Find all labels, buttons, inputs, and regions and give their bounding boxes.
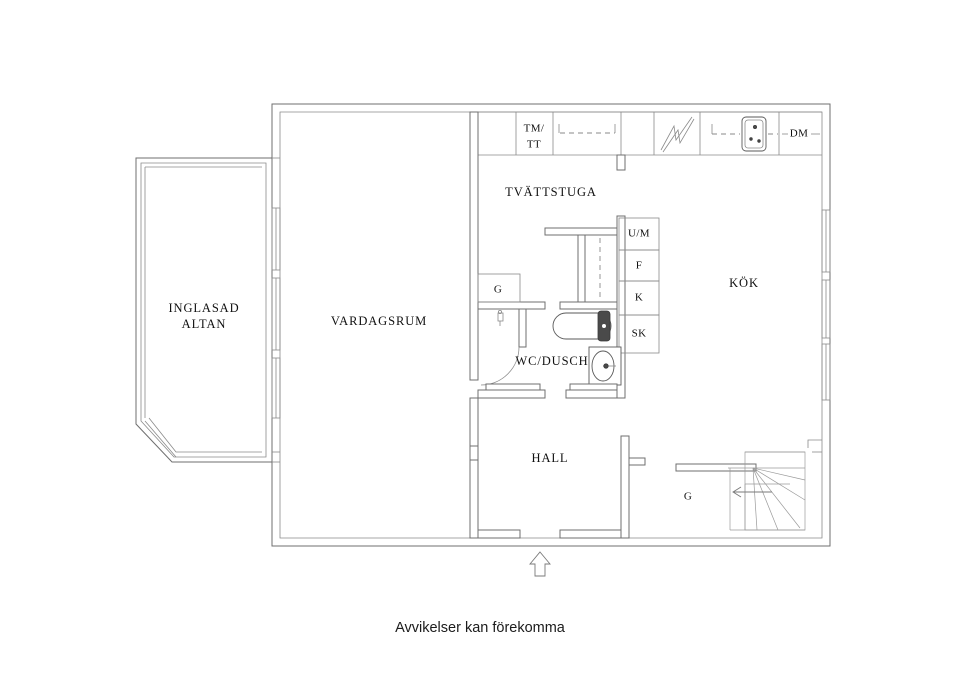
fixture-label-dm: DM (790, 128, 809, 140)
fixture-label-g-wc: G (494, 284, 502, 296)
plan-caption: Avvikelser kan förekomma (395, 620, 565, 636)
stair-direction-arrow (732, 486, 772, 498)
laundry-bench (544, 227, 618, 303)
room-label-hall: HALL (532, 451, 569, 465)
fixture-label-k: K (635, 292, 643, 304)
top-counter-strip (477, 111, 822, 171)
stove-hob-symbol (711, 116, 778, 152)
fixture-labels: TM/ TT DM U/M F K SK G G (494, 123, 808, 503)
winder-staircase (675, 451, 806, 531)
right-wall-windows (807, 209, 831, 453)
entrance-arrow (529, 551, 551, 577)
room-label-inglasad-altan-line2: ALTAN (182, 317, 227, 331)
room-label-inglasad-altan-line1: INGLASAD (168, 301, 239, 315)
room-labels: INGLASAD ALTAN VARDAGSRUM TVÄTTSTUGA KÖK… (168, 185, 758, 465)
room-label-wc-dusch: WC/DUSCH (515, 354, 588, 368)
kitchen-cabinet-column (618, 217, 660, 354)
room-label-vardagsrum: VARDAGSRUM (331, 314, 427, 328)
fixture-label-g-hall: G (684, 491, 692, 503)
kitchen-sink-symbol (660, 116, 695, 153)
wardrobe-g-wc (477, 273, 521, 303)
room-label-tvattstuga: TVÄTTSTUGA (505, 185, 597, 199)
fixture-label-sk: SK (632, 328, 647, 340)
fixture-label-tm-tt-line2: TT (527, 139, 541, 151)
fixture-label-um: U/M (628, 228, 650, 240)
inglasad-altan-structure (135, 157, 273, 463)
toilet-fixture (552, 310, 612, 342)
left-wall-windows (271, 157, 281, 463)
fixture-label-f: F (636, 260, 643, 272)
hall-door-stubs (469, 445, 479, 461)
fixture-label-tm-tt-line1: TM/ (524, 123, 545, 135)
bathroom-fixtures (480, 308, 622, 391)
room-label-kok: KÖK (729, 276, 759, 290)
interior-walls (469, 111, 646, 539)
washbasin-fixture (588, 346, 622, 386)
